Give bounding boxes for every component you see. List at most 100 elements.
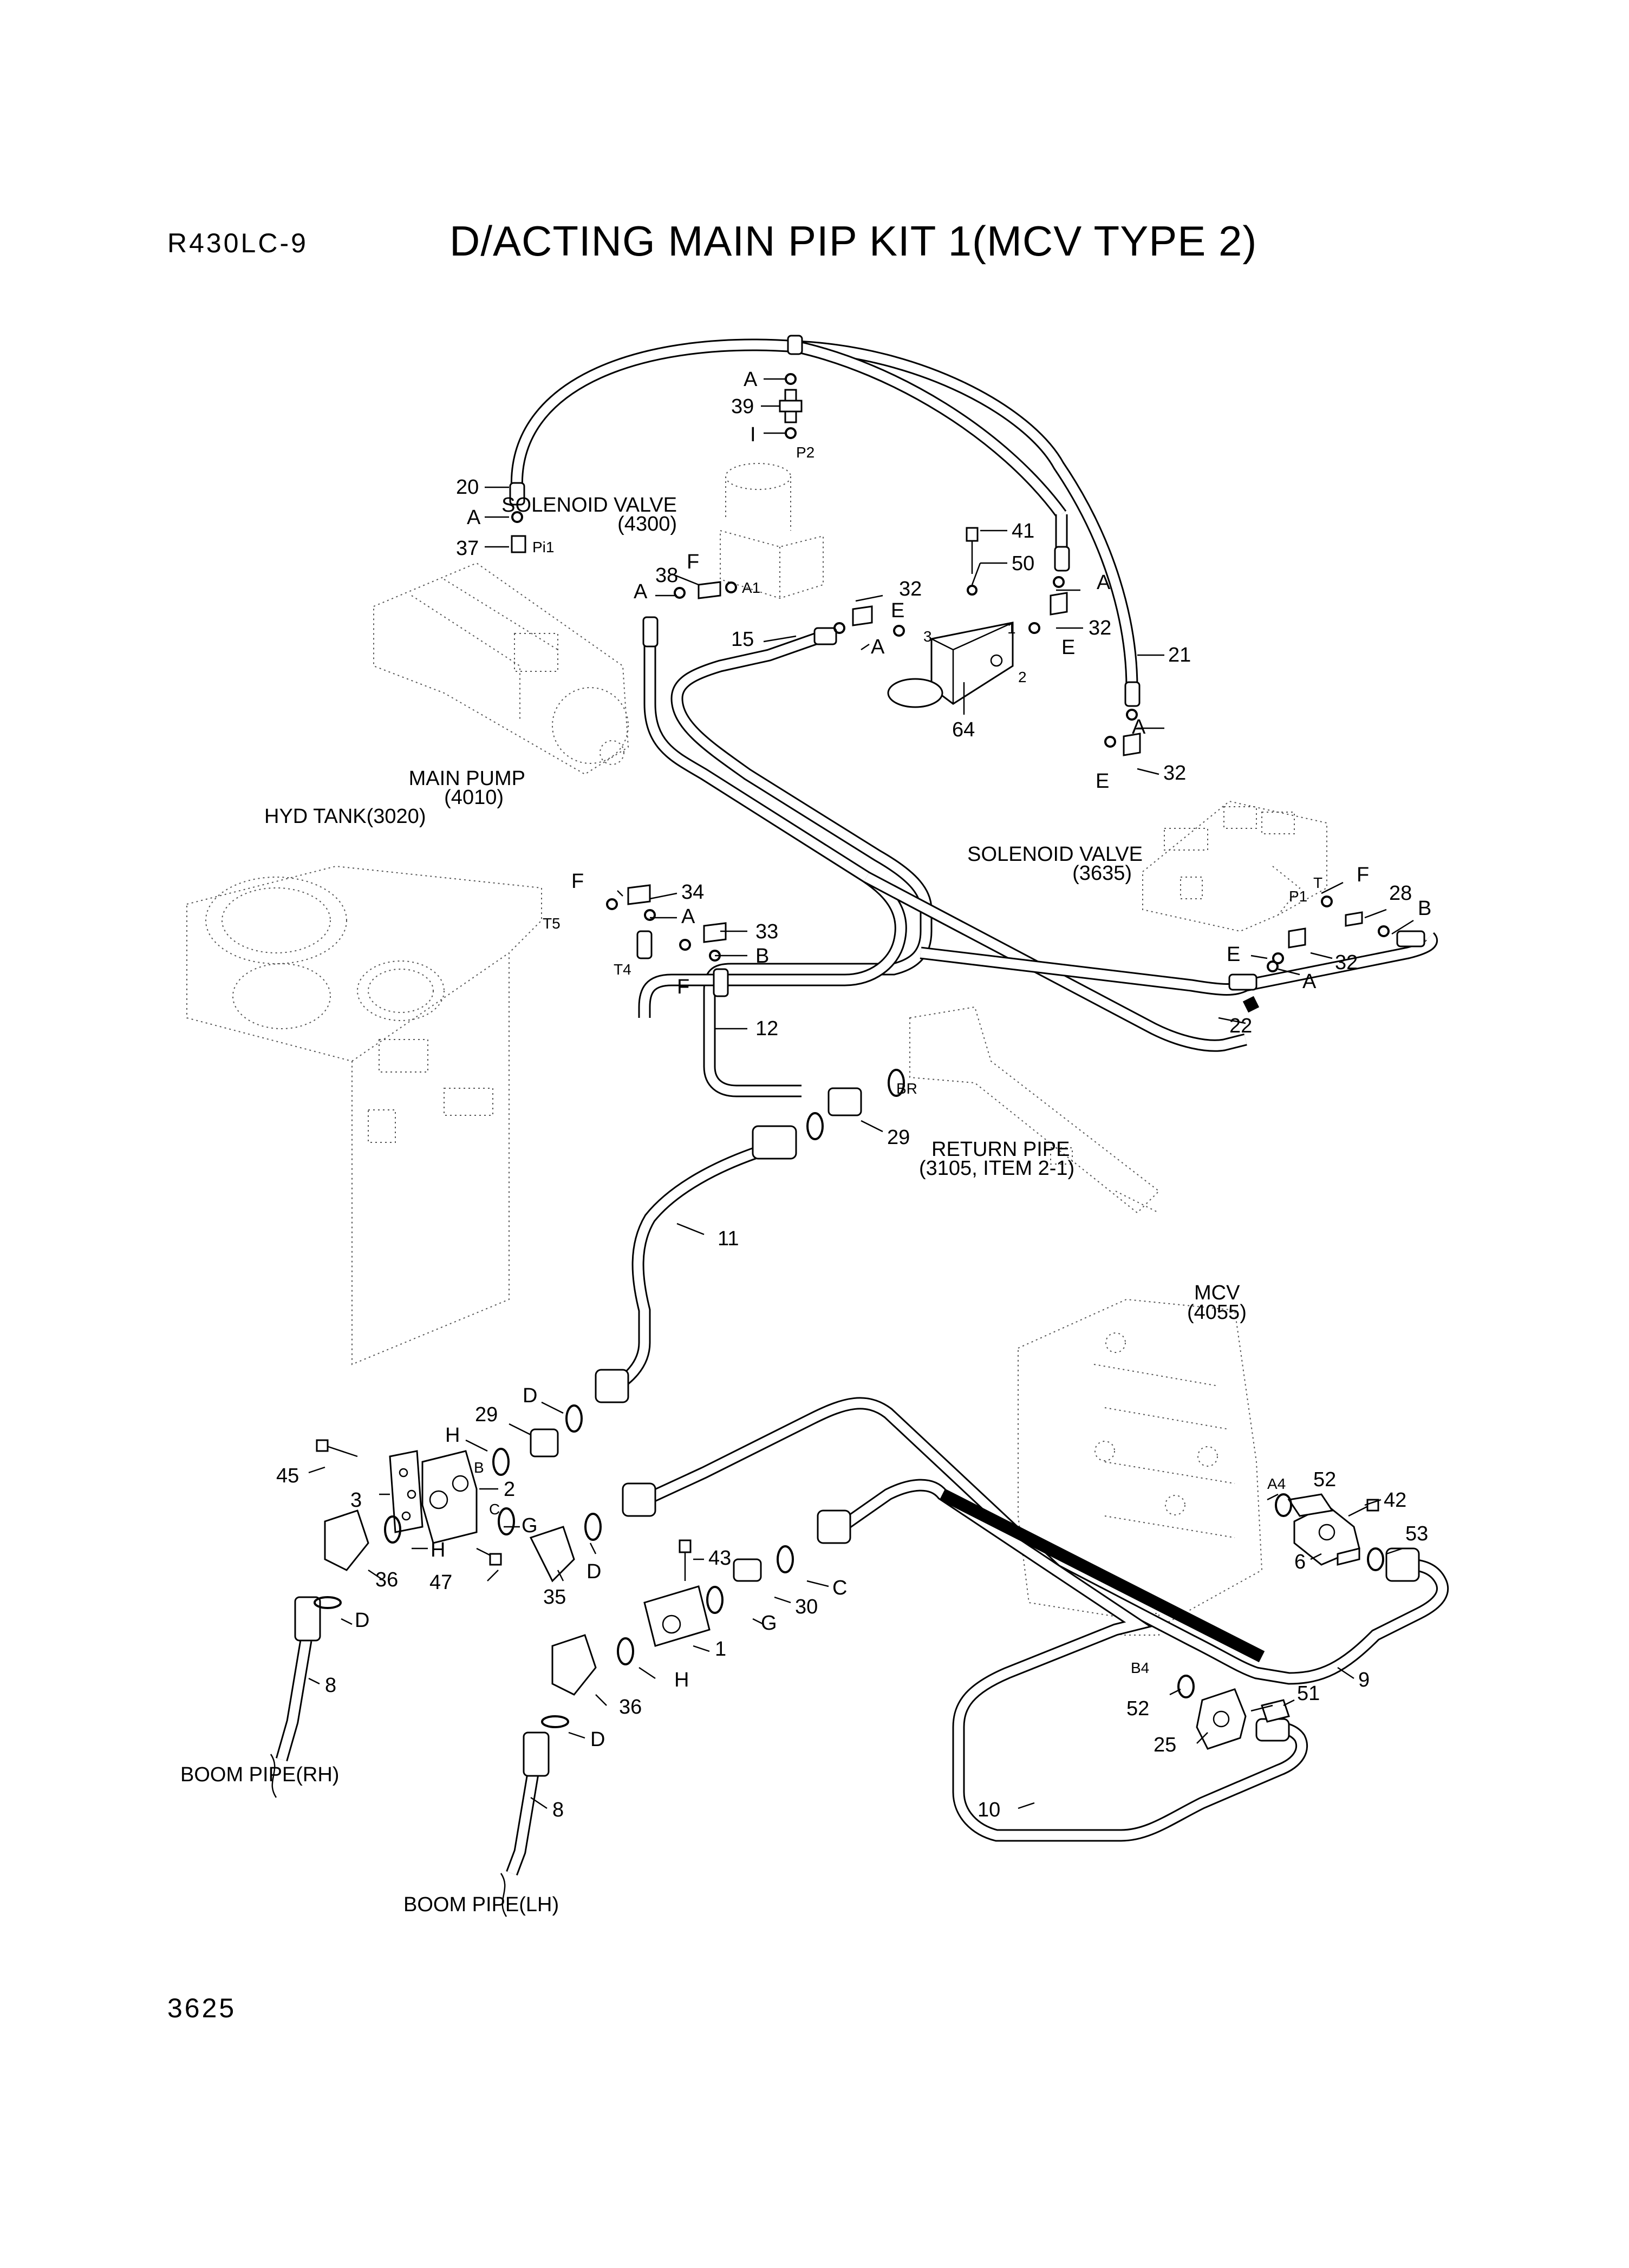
callout-29-b: 29 — [475, 1403, 498, 1426]
callout-a-38: A — [634, 580, 648, 603]
callout-41: 41 — [1012, 520, 1034, 543]
fittings-small — [324, 389, 1363, 1723]
callout-e-a: E — [891, 599, 904, 622]
callout-i: I — [750, 423, 756, 446]
mcv-outline — [1018, 1298, 1263, 1636]
callout-42: 42 — [1384, 1489, 1406, 1512]
port-br: BR — [896, 1080, 917, 1097]
callout-45: 45 — [276, 1465, 299, 1487]
callout-h-b: H — [431, 1539, 445, 1561]
callout-22: 22 — [1229, 1015, 1252, 1037]
callout-a-21: A — [1132, 716, 1146, 738]
callout-e-32d: E — [1227, 943, 1240, 966]
callout-36-a: 36 — [375, 1568, 398, 1591]
port-b: B — [474, 1459, 484, 1476]
hose-fittings — [294, 335, 1425, 1777]
callout-50: 50 — [1012, 552, 1034, 575]
pipe-12-22 — [638, 639, 1260, 1052]
return-pipe-label: RETURN PIPE — [931, 1138, 1070, 1161]
solenoid-valve-4300-code: (4300) — [617, 513, 677, 535]
callout-51: 51 — [1297, 1682, 1320, 1705]
model-code: R430LC-9 — [167, 228, 308, 258]
callout-e-c: E — [1096, 770, 1109, 793]
hyd-tank-label: HYD TANK(3020) — [264, 805, 426, 828]
callout-c: C — [832, 1577, 847, 1599]
callout-e-b: E — [1061, 636, 1075, 659]
flange-25 — [1196, 1688, 1247, 1750]
callout-29-a: 29 — [887, 1126, 910, 1149]
callout-32-d: 32 — [1335, 951, 1358, 974]
callout-g-b: G — [761, 1612, 777, 1635]
callout-3: 3 — [350, 1489, 362, 1512]
port-b4: B4 — [1131, 1659, 1149, 1676]
callout-8-a: 8 — [325, 1674, 336, 1697]
callout-30: 30 — [795, 1596, 818, 1618]
callout-21: 21 — [1168, 644, 1191, 666]
callout-11: 11 — [718, 1227, 739, 1250]
callout-2: 2 — [504, 1478, 515, 1501]
callout-53: 53 — [1405, 1522, 1428, 1545]
solenoid-valve-3635-code: (3635) — [1072, 862, 1132, 885]
boom-pipe-lh-label: BOOM PIPE(LH) — [403, 1893, 559, 1916]
callout-33: 33 — [755, 920, 778, 943]
bolts — [316, 527, 1379, 1712]
o-rings — [314, 373, 1390, 1728]
callout-64: 64 — [952, 718, 975, 741]
callout-25: 25 — [1154, 1734, 1176, 1756]
callout-f-33: F — [677, 976, 689, 998]
callout-20: 20 — [456, 476, 479, 499]
boom-pipe-rh-label: BOOM PIPE(RH) — [180, 1763, 339, 1786]
pipe-10 — [830, 1479, 1308, 1842]
port-2: 2 — [1018, 669, 1027, 685]
return-pipe-code: (3105, ITEM 2-1) — [919, 1157, 1074, 1180]
mcv-code: (4055) — [1187, 1301, 1247, 1324]
callout-a-top: A — [744, 368, 758, 391]
main-pump-code: (4010) — [444, 786, 504, 809]
callout-36-b: 36 — [619, 1696, 642, 1718]
callout-g-a: G — [522, 1514, 538, 1537]
callout-1: 1 — [715, 1638, 726, 1661]
callout-d-d: D — [590, 1728, 605, 1751]
callout-52-b: 52 — [1126, 1697, 1149, 1720]
solenoid-valve-3635-outline — [1142, 800, 1327, 932]
pipe-9 — [631, 1397, 1449, 1685]
boom-hoses-8 — [270, 1639, 540, 1917]
return-pipe-outline — [909, 1006, 1160, 1214]
callout-32-b: 32 — [1089, 617, 1111, 639]
page-number: 3625 — [167, 1993, 237, 2023]
callout-9: 9 — [1358, 1669, 1370, 1691]
solenoid-valve-4300-label: SOLENOID VALVE — [501, 494, 677, 517]
port-pi1: Pi1 — [532, 539, 554, 555]
hose-15 — [670, 630, 933, 1097]
port-c: C — [489, 1501, 500, 1518]
callouts: A 39 I 20 A 37 41 50 F 38 A A 32 32 E E … — [276, 368, 1431, 1821]
callout-47: 47 — [429, 1571, 452, 1594]
callout-d-a: D — [523, 1384, 537, 1407]
callout-12: 12 — [755, 1017, 778, 1040]
port-p1: P1 — [1289, 888, 1307, 905]
hyd-tank-outline — [186, 865, 542, 1365]
callout-10: 10 — [978, 1799, 1000, 1821]
port-t: T — [1313, 874, 1322, 891]
mcv-label: MCV — [1194, 1282, 1240, 1304]
port-3: 3 — [923, 628, 932, 645]
main-pump-outline — [373, 562, 629, 775]
callout-32-a: 32 — [899, 578, 922, 600]
callout-35: 35 — [543, 1586, 566, 1609]
callout-a-15: A — [871, 636, 885, 658]
page-title: D/ACTING MAIN PIP KIT 1(MCV TYPE 2) — [449, 217, 1257, 265]
hose-20-21-arc — [510, 338, 1138, 688]
block-1 — [643, 1585, 711, 1647]
solenoid-valve-3635-label: SOLENOID VALVE — [967, 843, 1143, 866]
block-2 — [421, 1450, 478, 1544]
callout-38: 38 — [655, 564, 678, 587]
solenoid-valve-4300-outline — [720, 463, 824, 599]
hose-11 — [603, 1139, 782, 1397]
callout-39: 39 — [731, 395, 754, 418]
callout-37: 37 — [456, 537, 479, 560]
callout-34: 34 — [681, 881, 704, 904]
callout-h-a: H — [445, 1424, 460, 1447]
port-t4: T4 — [614, 961, 631, 978]
callout-a-20: A — [467, 506, 481, 529]
